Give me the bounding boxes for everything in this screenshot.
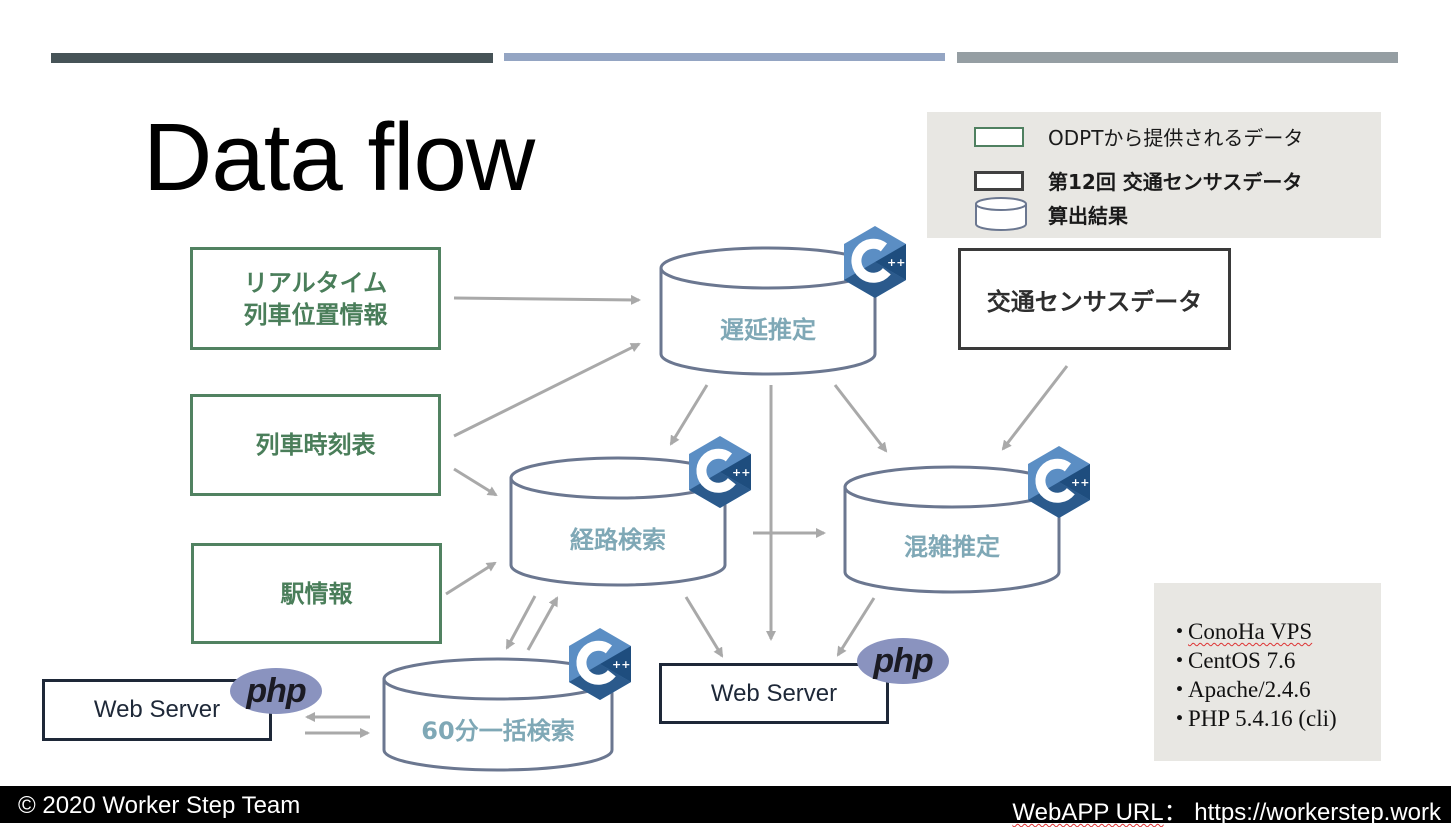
cpp-icon-delay: ++	[844, 226, 906, 298]
bullet: ・	[1168, 648, 1191, 673]
cylinder-delay	[659, 246, 877, 376]
green-rect-icon	[974, 126, 1024, 147]
source-label: 交通センサスデータ	[986, 287, 1203, 316]
arrow-timetable-to-delay	[453, 342, 641, 438]
php-icon-center: php	[857, 638, 949, 684]
top-bar-1	[51, 53, 493, 63]
php-icon-left: php	[230, 668, 322, 714]
top-bar-3	[957, 52, 1398, 63]
env-item: ・PHP 5.4.16 (cli)	[1168, 704, 1337, 733]
arrow-census-to-congestion	[1001, 365, 1069, 451]
env-item-text: CentOS 7.6	[1188, 648, 1296, 673]
url-label: WebAPP URL	[1012, 799, 1164, 826]
process-route-label: 経路検索	[570, 526, 666, 554]
cylinder-route	[509, 456, 727, 587]
web-server-label: Web Server	[93, 696, 221, 723]
url-link[interactable]: https://workerstep.work	[1194, 799, 1441, 826]
env-item-text: PHP 5.4.16 (cli)	[1188, 706, 1337, 731]
top-bar-2	[504, 53, 945, 61]
env-item: ・Apache/2.4.6	[1168, 675, 1337, 704]
env-item-text: ConoHa VPS	[1188, 619, 1313, 644]
arrow-route-to-batch	[505, 595, 537, 650]
source-label: 駅情報	[280, 579, 353, 608]
dark-rect-icon	[974, 170, 1024, 191]
legend-label: 第12回 交通センサスデータ	[1048, 170, 1303, 194]
footer: © 2020 Worker Step Team WebAPP URL： http…	[0, 786, 1451, 826]
arrow-delay-to-route	[669, 384, 709, 446]
slide-title: Data flow	[143, 104, 535, 211]
web-server-label: Web Server	[710, 679, 838, 707]
arrow-batch-to-route	[526, 596, 559, 651]
env-item: ・ConoHa VPS	[1168, 617, 1337, 646]
process-congestion-label: 混雑推定	[904, 533, 1000, 561]
bullet: ・	[1168, 677, 1191, 702]
process-delay-label: 遅延推定	[720, 316, 816, 344]
source-realtime-train-position: リアルタイム 列車位置情報	[190, 247, 441, 350]
svg-text:++: ++	[732, 466, 750, 479]
legend: ODPTから提供されるデータ 第12回 交通センサスデータ 算出結果	[927, 112, 1381, 238]
webapp-url: WebAPP URL： https://workerstep.work	[1012, 792, 1441, 827]
env-item-text: Apache/2.4.6	[1188, 677, 1311, 702]
cylinder-icon	[975, 197, 1027, 231]
cpp-icon-route: ++	[689, 436, 751, 508]
legend-item-result: 算出結果	[974, 196, 1128, 232]
cpp-icon-congestion: ++	[1028, 446, 1090, 518]
source-traffic-census: 交通センサスデータ	[958, 248, 1231, 350]
arrow-timetable-to-route	[453, 467, 498, 497]
copyright: © 2020 Worker Step Team	[18, 792, 301, 819]
cpp-icon-batch: ++	[569, 628, 631, 700]
legend-label: 算出結果	[1048, 203, 1128, 228]
legend-label: ODPTから提供されるデータ	[1048, 126, 1304, 150]
legend-item-census: 第12回 交通センサスデータ	[974, 166, 1302, 195]
web-server-center: Web Server	[659, 663, 889, 724]
process-batch-label: 60分一括検索	[421, 717, 575, 745]
cylinder-congestion	[843, 465, 1061, 594]
svg-text:++: ++	[887, 256, 905, 269]
legend-item-odpt: ODPTから提供されるデータ	[974, 122, 1303, 151]
environment-info: ・ConoHa VPS ・CentOS 7.6 ・Apache/2.4.6 ・P…	[1154, 583, 1381, 761]
bullet: ・	[1168, 619, 1191, 644]
source-label-line2: 列車位置情報	[243, 300, 388, 329]
source-label: 列車時刻表	[255, 431, 376, 459]
arrow-delay-to-congestion	[833, 384, 888, 453]
svg-text:++: ++	[612, 658, 630, 671]
arrow-congestion-to-webserver	[836, 597, 876, 657]
svg-text:++: ++	[1071, 476, 1089, 489]
source-timetable: 列車時刻表	[190, 394, 441, 496]
env-item: ・CentOS 7.6	[1168, 646, 1337, 675]
source-label-line1: リアルタイム	[243, 268, 388, 297]
arrow-route-to-webserver	[684, 596, 724, 658]
arrow-station-to-route	[445, 561, 497, 596]
source-station-info: 駅情報	[191, 543, 442, 644]
cylinder-batch	[382, 657, 614, 772]
url-separator: ：	[1163, 799, 1195, 826]
arrow-realtime-to-delay	[453, 294, 641, 305]
bullet: ・	[1168, 706, 1191, 731]
